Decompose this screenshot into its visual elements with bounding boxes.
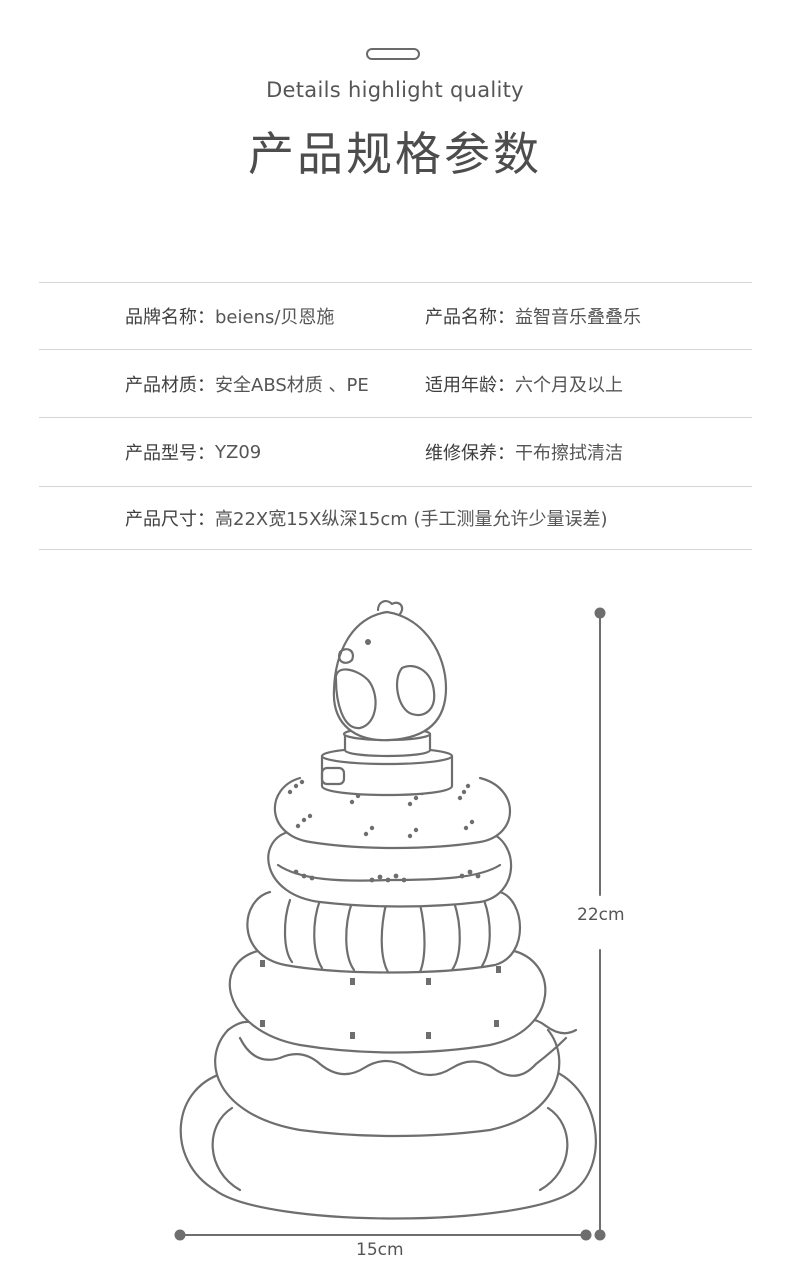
spec-value: 高22X宽15X纵深15cm (手工测量允许少量误差) [215, 509, 608, 530]
width-label: 15cm [356, 1240, 404, 1260]
spec-value: 六个月及以上 [515, 374, 623, 396]
height-label: 22cm [577, 905, 625, 925]
spec-value: YZ09 [215, 441, 262, 463]
decorative-pill [366, 48, 420, 60]
spec-size: 产品尺寸： 高22X宽15X纵深15cm (手工测量允许少量误差) [125, 487, 608, 549]
spec-row: 品牌名称： beiens/贝恩施 产品名称： 益智音乐叠叠乐 [39, 282, 752, 349]
spec-value: 干布擦拭清洁 [515, 443, 623, 464]
spec-key: 产品材质： [125, 374, 215, 396]
spec-row: 产品型号： YZ09 维修保养： 干布擦拭清洁 [39, 417, 752, 486]
spec-value: 安全ABS材质 、PE [215, 374, 369, 396]
spec-key: 产品名称： [425, 307, 515, 328]
spec-row: 产品材质： 安全ABS材质 、PE 适用年龄： 六个月及以上 [39, 349, 752, 417]
stacking-toy-icon [174, 600, 606, 1241]
spec-product-name: 产品名称： 益智音乐叠叠乐 [425, 283, 641, 349]
spec-model: 产品型号： YZ09 [125, 418, 261, 486]
spec-brand: 品牌名称： beiens/贝恩施 [125, 283, 334, 349]
spec-row: 产品尺寸： 高22X宽15X纵深15cm (手工测量允许少量误差) [39, 486, 752, 550]
spec-key: 产品尺寸： [125, 509, 215, 530]
spec-value: beiens/贝恩施 [215, 307, 335, 328]
spec-key: 产品型号： [125, 443, 215, 464]
spec-key: 品牌名称： [125, 307, 215, 328]
spec-table: 品牌名称： beiens/贝恩施 产品名称： 益智音乐叠叠乐 产品材质： 安全A… [39, 282, 752, 550]
spec-key: 维修保养： [425, 443, 515, 464]
product-drawing: 22cm 15cm [0, 560, 790, 1276]
spec-age: 适用年龄： 六个月及以上 [425, 350, 623, 417]
page-title: 产品规格参数 [248, 127, 542, 181]
section-subtitle: Details highlight quality [266, 78, 524, 102]
spec-value: 益智音乐叠叠乐 [515, 307, 641, 328]
spec-care: 维修保养： 干布擦拭清洁 [425, 418, 623, 486]
spec-material: 产品材质： 安全ABS材质 、PE [125, 350, 369, 417]
spec-key: 适用年龄： [425, 374, 515, 396]
